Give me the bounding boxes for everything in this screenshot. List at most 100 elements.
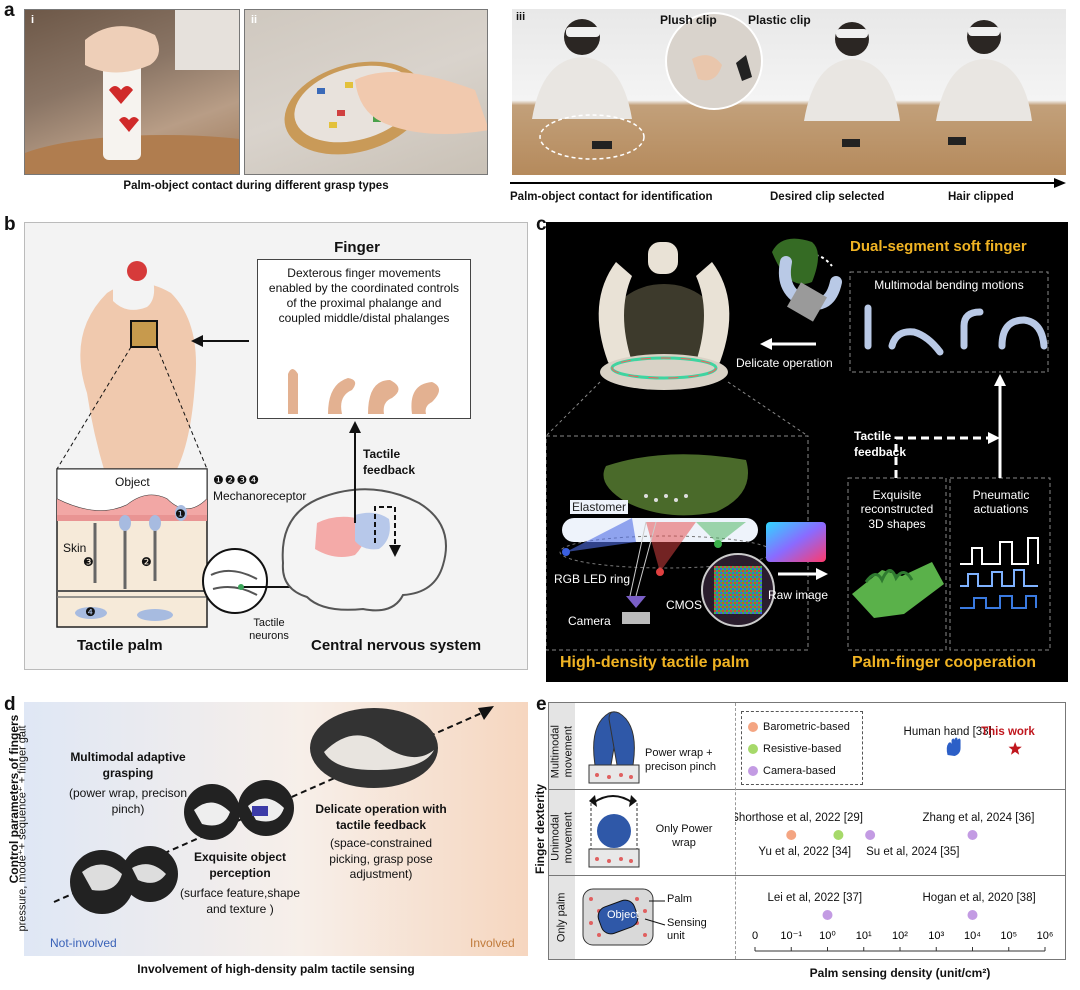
point-label-1: This work <box>981 726 1035 738</box>
mech-numbers: ❶❷❸❹ <box>213 473 261 487</box>
legend-swatch-1 <box>748 744 758 754</box>
sub-ii: ii <box>251 14 258 26</box>
sub-iii: iii <box>516 11 526 23</box>
legend-swatch-0 <box>748 722 758 732</box>
plastic-clip-label: Plastic clip <box>748 13 811 27</box>
e-x-axis: Palm sensing density (unit/cm²) <box>809 966 991 980</box>
palm-finger-title: Palm-finger cooperation <box>852 654 1037 671</box>
eo-sub: (surface feature,shape and texture ) <box>179 886 301 916</box>
legend-item-0: Barometric-based <box>748 716 856 738</box>
mech-label: Mechanoreceptor <box>213 489 307 503</box>
exquisite-label: Exquisite reconstructed 3D shapes <box>860 488 934 531</box>
legend-swatch-2 <box>748 766 758 776</box>
x-tick-label-1: 10⁻¹ <box>780 930 802 942</box>
only-pw-label: Only Power wrap <box>655 823 713 849</box>
d-x-axis: Involvement of high-density palm tactile… <box>137 962 415 976</box>
panel-d-art <box>53 706 494 914</box>
e-row2-label: Unimodal movement <box>549 811 574 864</box>
point-label-6: Lei et al, 2022 [37] <box>768 892 863 904</box>
dual-title: Dual-segment soft finger <box>850 238 1027 255</box>
pneumatic-label: Pneumatic actuations <box>972 488 1030 517</box>
legend-text-1: Resistive-based <box>763 743 842 755</box>
panel-a-label: a <box>4 0 15 21</box>
photo-a-ii: ii <box>244 9 488 175</box>
panel-c-art <box>546 238 1051 651</box>
finger-box: Dexterous finger movements enabled by th… <box>257 259 471 419</box>
mech-3: ❸ <box>83 555 94 569</box>
object-label: Object <box>115 475 150 489</box>
x-tick-label-4: 10² <box>892 930 908 942</box>
tactile-neurons-label: Tactile neurons <box>249 617 289 643</box>
cns-title: Central nervous system <box>311 637 482 654</box>
photo-a-iii-art <box>532 12 1032 160</box>
e-row1-label: Multimodal movement <box>549 725 574 779</box>
e-row-divider-2 <box>549 875 1065 876</box>
panel-c-label: c <box>536 214 547 235</box>
e-row-divider-1 <box>549 789 1065 790</box>
point-label-0: Human hand [33] <box>904 726 992 738</box>
photo-a-i-art <box>25 10 239 174</box>
sub-i: i <box>31 14 35 26</box>
pw-pinch-label: Power wrap + precison pinch <box>645 747 716 773</box>
x-tick-label-6: 10⁴ <box>964 930 981 942</box>
cmos-label: CMOS <box>666 598 702 612</box>
tactile-feedback-label: Tactile feedback <box>363 447 416 477</box>
sensing-unit-label: Sensing unit <box>667 917 707 943</box>
do-title: Delicate operation with tactile feedback <box>315 802 447 832</box>
x-tick-label-5: 10³ <box>928 930 944 942</box>
tactile-fb-label-c: Tactile feedback <box>854 429 907 460</box>
point-label-3: Yu et al, 2022 [34] <box>758 846 851 858</box>
point-3 <box>833 830 844 840</box>
hd-palm-title: High-density tactile palm <box>560 654 750 671</box>
panel-e-label: e <box>536 694 547 715</box>
mech-2: ❷ <box>141 555 152 569</box>
mech-1: ❶ <box>175 507 186 521</box>
palm-label: Palm <box>667 893 693 905</box>
legend-text-0: Barometric-based <box>763 721 850 733</box>
finger-text: Dexterous finger movements enabled by th… <box>268 266 460 325</box>
do-sub: (space-constrained picking, grasp pose a… <box>329 836 433 882</box>
panel-d-label: d <box>4 694 16 715</box>
point-label-7: Hogan et al, 2020 [38] <box>923 892 1036 904</box>
photo-a-iii: iii Plush clip Plastic clip <box>512 9 1066 175</box>
not-involved-label: Not-involved <box>50 936 117 950</box>
object-e-label: Object <box>607 909 639 921</box>
legend-item-1: Resistive-based <box>748 738 856 760</box>
legend-item-2: Camera-based <box>748 760 856 782</box>
e-col-divider <box>735 703 736 959</box>
point-hand-icon <box>946 737 961 756</box>
e-icons <box>582 711 666 946</box>
point-2 <box>786 830 797 840</box>
caption-a-left: Palm-object contact during different gra… <box>123 180 389 192</box>
tactile-palm-title: Tactile palm <box>77 637 163 654</box>
x-tick-label-8: 10⁶ <box>1037 930 1054 942</box>
legend: Barometric-based Resistive-based Camera-… <box>741 711 863 785</box>
point-6 <box>822 910 833 920</box>
mech-4: ❹ <box>85 605 96 619</box>
skin-label: Skin <box>63 541 87 555</box>
panel-b-art <box>56 261 447 628</box>
finger-title: Finger <box>334 239 380 256</box>
eo-title: Exquisite object perception <box>193 850 287 880</box>
point-label-2: Shorthose et al, 2022 [29] <box>735 812 863 824</box>
d-y-sub: pressure, mode⁺+ sequence⁺ + finger gait <box>16 725 29 932</box>
x-tick-label-2: 10⁰ <box>819 930 836 942</box>
step3-label: Hair clipped <box>948 191 1014 203</box>
point-label-5: Zhang et al, 2024 [36] <box>923 812 1035 824</box>
finger-photos <box>288 369 439 414</box>
step2-label: Desired clip selected <box>770 191 885 203</box>
point-star-this-work <box>1008 742 1022 755</box>
delicate-op-label: Delicate operation <box>736 356 833 370</box>
x-tick-label-3: 10¹ <box>856 930 872 942</box>
step1-label: Palm-object contact for identification <box>510 191 713 203</box>
raw-image-label: Raw image <box>768 588 829 602</box>
panel-c: Dual-segment soft finger Multimodal bend… <box>546 222 1068 682</box>
x-tick-label-0: 0 <box>752 930 758 942</box>
camera-label: Camera <box>568 614 611 628</box>
mm-title: Multimodal adaptive grasping <box>70 750 186 780</box>
panel-e: Multimodal movement Unimodal movement On… <box>548 702 1066 960</box>
mm-sub: (power wrap, precison pinch) <box>68 786 188 816</box>
point-7 <box>967 910 978 920</box>
point-5 <box>967 830 978 840</box>
